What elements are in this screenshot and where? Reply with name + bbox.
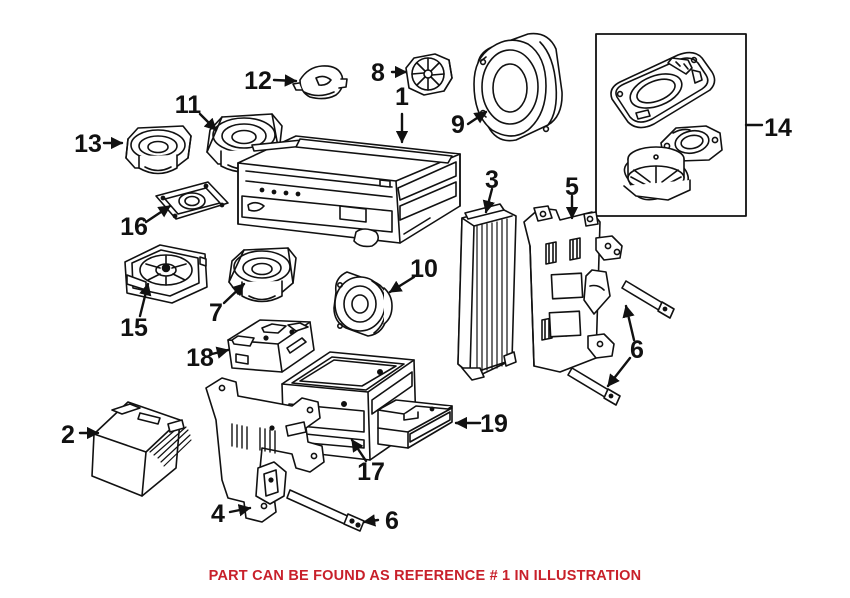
callout-13[interactable]: 13 xyxy=(74,130,102,158)
part-15-subwoofer-unit[interactable] xyxy=(124,244,208,304)
part-16-mounting-plate[interactable] xyxy=(155,181,229,220)
part-14-subwoofer[interactable] xyxy=(623,146,691,201)
callout-6-upper[interactable]: 6 xyxy=(630,336,644,364)
part-18-connector-module[interactable] xyxy=(227,319,315,373)
callout-18[interactable]: 18 xyxy=(186,344,214,372)
callout-8[interactable]: 8 xyxy=(371,59,385,87)
callout-4[interactable]: 4 xyxy=(211,500,225,528)
callout-2[interactable]: 2 xyxy=(61,421,75,449)
part-7-speaker[interactable] xyxy=(228,247,297,303)
callout-14[interactable]: 14 xyxy=(764,114,792,142)
part-14-grille-assembly[interactable] xyxy=(610,51,716,129)
part-12-tweeter-cover[interactable] xyxy=(292,65,348,100)
parts-diagram: 1 2 3 4 5 6 6 7 8 9 10 11 12 13 14 15 16… xyxy=(61,32,792,535)
callout-15[interactable]: 15 xyxy=(120,314,148,342)
part-1-radio-head-unit[interactable] xyxy=(237,135,461,248)
callout-12[interactable]: 12 xyxy=(244,67,272,95)
callout-19[interactable]: 19 xyxy=(480,410,508,438)
reference-caption: PART CAN BE FOUND AS REFERENCE # 1 IN IL… xyxy=(208,568,642,584)
callout-16[interactable]: 16 xyxy=(120,213,148,241)
part-8-tweeter[interactable] xyxy=(405,53,453,96)
callout-3[interactable]: 3 xyxy=(485,166,499,194)
callout-17[interactable]: 17 xyxy=(357,458,385,486)
callout-9[interactable]: 9 xyxy=(451,111,465,139)
callout-leaders xyxy=(78,65,764,527)
part-6-bolt-lower[interactable] xyxy=(286,489,365,532)
callout-6-lower[interactable]: 6 xyxy=(385,507,399,535)
part-2-control-module[interactable] xyxy=(91,401,192,497)
part-3-amplifier[interactable] xyxy=(457,203,517,381)
part-19-storage-tray[interactable] xyxy=(377,399,453,449)
callout-11[interactable]: 11 xyxy=(175,91,202,119)
part-6-bolt-upper[interactable] xyxy=(621,280,675,319)
part-13-speaker[interactable] xyxy=(125,125,192,175)
part-6-bolt-middle[interactable] xyxy=(567,367,621,406)
part-5-amplifier-bracket[interactable] xyxy=(523,205,623,373)
part-10-speaker[interactable] xyxy=(333,271,393,337)
callout-1[interactable]: 1 xyxy=(395,83,409,111)
part-9-woofer[interactable] xyxy=(473,32,563,142)
callout-7[interactable]: 7 xyxy=(209,299,223,327)
callout-5[interactable]: 5 xyxy=(565,173,579,201)
callout-10[interactable]: 10 xyxy=(410,255,438,283)
